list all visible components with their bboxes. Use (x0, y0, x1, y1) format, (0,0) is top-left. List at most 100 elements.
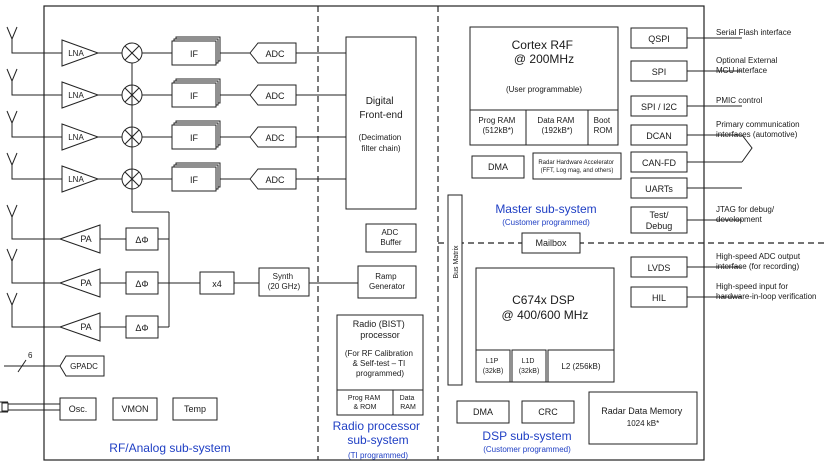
rx-chain-4-if-block-label: IF (190, 175, 199, 185)
tx-chain-2: PA ΔΦ (6, 248, 169, 298)
antenna-arm-right (11, 26, 18, 40)
radar-accelerator-label: Radar Hardware Accelerator (FFT, Log mag… (538, 160, 615, 174)
peripheral-2-desc-line1: Optional External (716, 56, 778, 65)
gpadc-bus-width: 6 (28, 351, 33, 360)
master-dma-label: DMA (488, 162, 508, 172)
ramp-generator-box (357, 265, 417, 299)
l1p-box (475, 349, 511, 383)
vmon-label: VMON (122, 404, 149, 414)
dsp-dma-box (456, 400, 510, 424)
rx-chain-4-lna-triangle (61, 165, 100, 193)
rx-chain-3-antenna-icon (6, 110, 18, 129)
antenna-arm-right (11, 68, 18, 82)
peripheral-6-name: UARTs (645, 184, 673, 194)
crystal-icon (0, 401, 60, 413)
bus-matrix (447, 194, 463, 386)
temp-box (172, 397, 218, 421)
peripheral-5: CAN-FD (630, 151, 742, 173)
osc-label: Osc. (69, 404, 88, 414)
rx-chain-4-if-block-layer-front (171, 166, 217, 192)
antenna-arm-right (11, 152, 18, 166)
l1d-box (511, 349, 547, 383)
rx-chain-3-if-block: IF (171, 120, 221, 150)
peripheral-5-name: CAN-FD (642, 158, 676, 168)
master-prog-ram-label: Prog RAM (512kB*) (478, 116, 517, 135)
peripheral-9-desc-line2: hardware-in-loop verification (716, 292, 817, 301)
rx-chain-3-adc-label: ADC (265, 133, 285, 143)
ramp-generator-label: Ramp Generator (369, 272, 405, 291)
boot-rom-box (587, 109, 619, 146)
radar-data-memory-label: Radar Data Memory 1024 kB* (601, 406, 685, 428)
osc-box (59, 397, 97, 421)
rx-chain-4-lna-label: LNA (68, 175, 84, 184)
radar-accelerator-box (532, 152, 622, 180)
temp-label: Temp (184, 404, 206, 414)
radar-data-memory-box (588, 391, 698, 445)
rf-subsystem-title: RF/Analog sub-system (109, 441, 230, 455)
mailbox-box (521, 232, 581, 254)
c674x-title: C674x DSP @ 400/600 MHz (502, 293, 589, 322)
cortex-title: Cortex R4F @ 200MHz (512, 38, 577, 66)
master-subsystem-note: (Customer programmed) (502, 218, 590, 227)
tx-chain-2-phase-shifter-label: ΔΦ (135, 279, 148, 289)
peripheral-3-name: SPI / I2C (641, 102, 678, 112)
rx-chain-4: LNA IF ADC (6, 152, 346, 193)
peripheral-7-name-line1: Test/ (649, 210, 669, 220)
dsp-subsystem-title: DSP sub-system (482, 429, 571, 443)
can-bracket (741, 134, 753, 163)
peripheral-4-desc-line2: interfaces (automotive) (716, 130, 798, 139)
chip-boundary (43, 5, 705, 461)
peripheral-7-box (630, 206, 688, 234)
l2-box (547, 349, 615, 383)
rx-chain-4-adc-label: ADC (265, 175, 285, 185)
bist-note: (For RF Calibration & Self-test – TI pro… (345, 349, 415, 378)
rx-chain-2-if-block-layer-front (171, 82, 217, 108)
bus-matrix-label: Bus Matrix (453, 245, 460, 279)
antenna-arm-right (11, 248, 18, 262)
rx-chain-1-antenna-feed (11, 45, 62, 54)
gpadc-box (59, 355, 105, 377)
peripheral-7-desc-line2: development (716, 215, 763, 224)
tx-chain-3-pa-label: PA (80, 322, 91, 332)
boot-rom-label: Boot ROM (594, 116, 613, 135)
crc-box (521, 400, 575, 424)
rx-chain-4-if-block: IF (171, 162, 221, 192)
master-data-ram-label: Data RAM (192kB*) (537, 116, 576, 135)
rx-chain-1-adc-label: ADC (265, 49, 285, 59)
rx-chain-1-if-block-layer-front (171, 40, 217, 66)
rx-chain-2-adc-label: ADC (265, 91, 285, 101)
l1d-label: L1D (32kB) (519, 358, 540, 375)
rx-chain-2-lna-label: LNA (68, 91, 84, 100)
antenna-arm-left (6, 68, 13, 82)
peripheral-1-desc-line1: Serial Flash interface (716, 28, 792, 37)
radio-subsystem-note: (TI programmed) (348, 451, 408, 460)
antenna-arm-left (6, 152, 13, 166)
bist-data-ram-box (392, 389, 424, 416)
rx-chain-1-lna-label: LNA (68, 49, 84, 58)
peripheral-8-desc-line1: High-speed ADC output (716, 252, 801, 261)
rx-chain-1: LNA IF ADC (6, 26, 346, 67)
rx-chain-2-antenna-icon (6, 68, 18, 87)
peripheral-2-desc-line2: MCU interface (716, 66, 768, 75)
tx-chain-2-pa-label: PA (80, 278, 91, 288)
rx-chain-1-if-block-label: IF (190, 49, 199, 59)
peripheral-6: UARTs (630, 177, 742, 199)
peripheral-8-desc-line2: interface (for recording) (716, 262, 799, 271)
master-dma-box (471, 155, 525, 179)
dsp-subsystem-note: (Customer programmed) (483, 445, 571, 454)
antenna-arm-left (6, 248, 13, 262)
gpadc-label: GPADC (70, 362, 98, 371)
tx-chain-1-antenna-feed (11, 223, 60, 240)
peripheral-9-name: HIL (652, 293, 666, 303)
antenna-arm-left (6, 26, 13, 40)
peripheral-7-name-line2: Debug (646, 221, 673, 231)
peripheral-4-desc-line1: Primary communication (716, 120, 800, 129)
rx-chain-1-antenna-icon (6, 26, 18, 45)
master-subsystem-title: Master sub-system (495, 202, 596, 216)
